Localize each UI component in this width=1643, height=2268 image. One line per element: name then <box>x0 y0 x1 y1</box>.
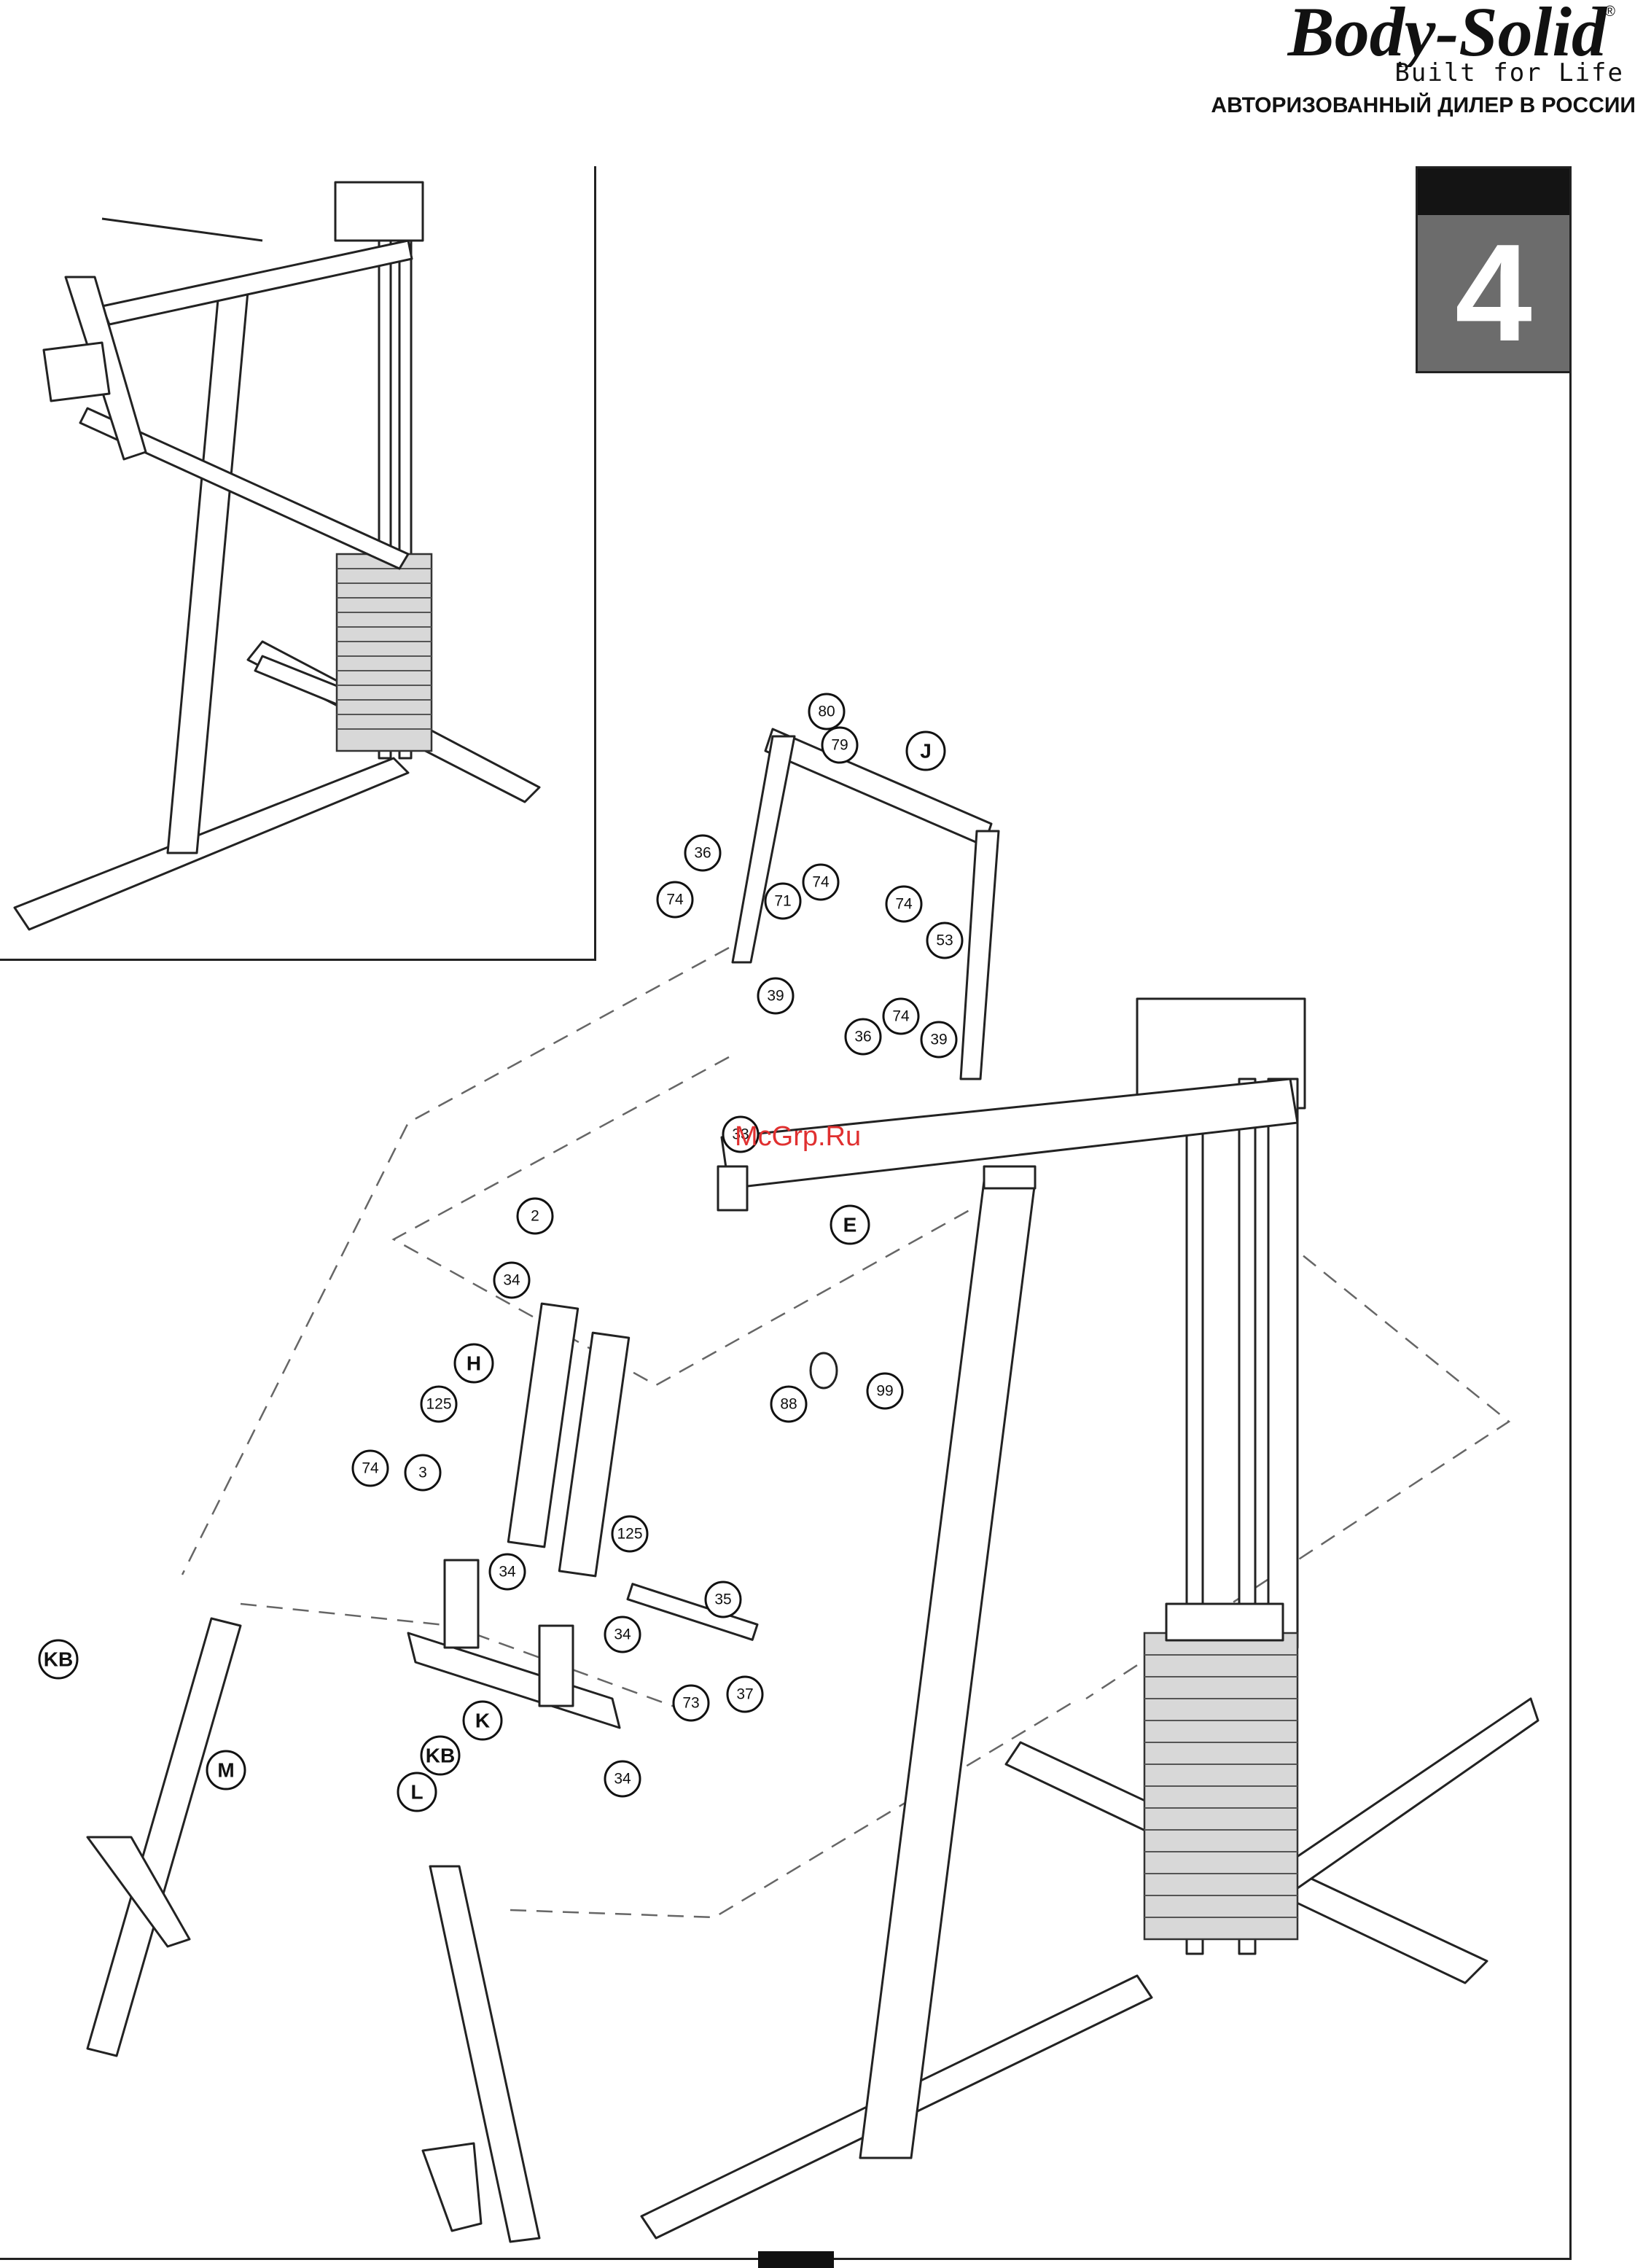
part-label-74: 74 <box>883 999 918 1034</box>
part-label-text: 125 <box>426 1396 451 1413</box>
rear-foot-bar-2 <box>1283 1699 1538 1888</box>
part-label-text: 39 <box>930 1032 947 1048</box>
part-label-text: 74 <box>895 896 913 913</box>
part-label-79: 79 <box>822 728 857 763</box>
part-label-l: L <box>398 1773 436 1811</box>
part-label-34: 34 <box>494 1263 529 1298</box>
part-label-35: 35 <box>706 1582 741 1617</box>
part-label-125: 125 <box>421 1387 456 1422</box>
part-label-3: 3 <box>405 1455 440 1490</box>
part-label-text: H <box>467 1352 481 1375</box>
part-label-text: 73 <box>682 1695 699 1712</box>
part-label-text: M <box>217 1759 234 1782</box>
part-label-k: K <box>464 1702 502 1739</box>
assembly-guide-1 <box>182 948 729 1575</box>
part-label-text: K <box>475 1710 490 1732</box>
part-label-text: 36 <box>854 1029 871 1045</box>
part-label-text: 74 <box>362 1460 379 1477</box>
part-label-53: 53 <box>927 923 962 958</box>
assembly-guide-5 <box>510 1699 1079 1917</box>
part-label-h: H <box>455 1344 493 1382</box>
arm-l-handle <box>423 2143 481 2231</box>
part-label-34: 34 <box>605 1761 640 1796</box>
part-label-80: 80 <box>809 694 844 729</box>
part-label-74: 74 <box>803 865 838 900</box>
part-label-39: 39 <box>758 978 793 1013</box>
arm-j-right-leg <box>961 831 999 1079</box>
part-label-text: 34 <box>614 1626 631 1643</box>
part-label-kb: KB <box>39 1640 77 1678</box>
selector-top-plate <box>1166 1604 1283 1640</box>
part-label-39: 39 <box>921 1022 956 1057</box>
upright-cap <box>984 1166 1035 1188</box>
part-label-text: 53 <box>936 932 953 949</box>
part-label-36: 36 <box>846 1019 881 1054</box>
rear-post <box>1268 1079 1297 1648</box>
part-label-34: 34 <box>490 1554 525 1589</box>
part-label-text: 3 <box>418 1465 427 1481</box>
part-label-36: 36 <box>685 835 720 870</box>
part-label-99: 99 <box>867 1373 902 1408</box>
part-label-text: 2 <box>531 1208 539 1225</box>
part-label-text: 34 <box>503 1272 520 1289</box>
part-label-text: 79 <box>831 737 848 754</box>
part-label-71: 71 <box>765 884 800 919</box>
part-label-34: 34 <box>605 1617 640 1652</box>
part-label-text: KB <box>44 1648 73 1671</box>
part-label-text: 37 <box>736 1686 753 1703</box>
part-label-j: J <box>907 732 945 770</box>
part-label-88: 88 <box>771 1387 806 1422</box>
part-label-text: J <box>920 740 932 763</box>
part-label-74: 74 <box>886 886 921 921</box>
part-label-text: 34 <box>614 1771 631 1788</box>
part-label-text: 36 <box>694 845 711 862</box>
part-label-74: 74 <box>657 882 692 917</box>
part-label-text: 99 <box>876 1383 893 1400</box>
part-label-text: KB <box>426 1745 455 1767</box>
part-label-text: 71 <box>774 893 791 910</box>
part-label-text: 74 <box>812 874 830 891</box>
top-arm-j <box>765 729 991 846</box>
assembly-guide-2 <box>394 1057 969 1385</box>
part-label-m: M <box>207 1751 245 1789</box>
part-label-text: 74 <box>892 1008 910 1025</box>
part-label-text: 80 <box>818 704 835 720</box>
part-label-text: L <box>410 1781 423 1804</box>
part-label-125: 125 <box>612 1516 647 1551</box>
part-label-text: 35 <box>714 1591 731 1608</box>
part-label-2: 2 <box>518 1199 553 1234</box>
part-label-73: 73 <box>674 1686 709 1721</box>
part-label-text: 39 <box>767 988 784 1005</box>
bracket-k <box>408 1633 620 1728</box>
part-label-text: 34 <box>499 1564 516 1581</box>
bracket-k-post-1 <box>445 1560 478 1648</box>
part-label-e: E <box>831 1206 869 1244</box>
pulley-block <box>718 1166 747 1210</box>
part-label-74: 74 <box>353 1451 388 1486</box>
bottom-tab <box>758 2251 834 2268</box>
arm-j-left-leg <box>733 736 795 962</box>
part-label-text: 74 <box>666 892 684 908</box>
part-label-text: E <box>843 1214 857 1236</box>
part-label-kb: KB <box>421 1737 459 1774</box>
part-label-text: 88 <box>780 1396 797 1413</box>
watermark: McGrp.Ru <box>735 1121 861 1153</box>
bracket-k-post-2 <box>539 1626 573 1706</box>
part-label-37: 37 <box>727 1677 762 1712</box>
front-upright <box>860 1181 1035 2158</box>
knob-88 <box>811 1353 837 1388</box>
part-label-text: 125 <box>617 1526 642 1543</box>
